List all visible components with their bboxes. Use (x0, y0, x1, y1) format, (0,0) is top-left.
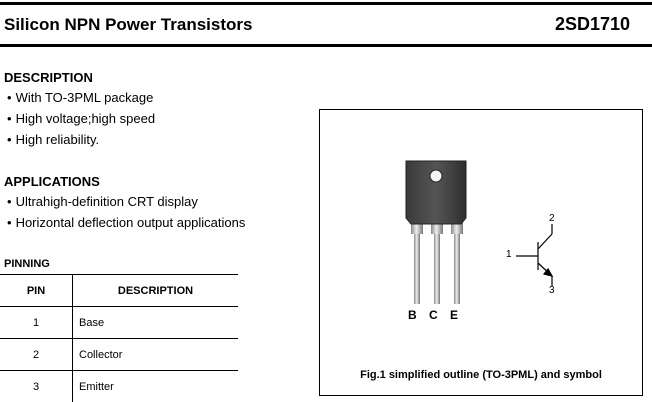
lead-label-emitter: E (450, 308, 458, 322)
document-title: Silicon NPN Power Transistors (4, 15, 252, 35)
npn-transistor-symbol (516, 224, 552, 286)
pin-number: 2 (0, 339, 73, 371)
figure-box: B C E 1 2 3 Fig.1 simplified outline (TO… (319, 109, 643, 396)
application-item: Ultrahigh-definition CRT display (4, 191, 245, 212)
pin-number: 3 (0, 371, 73, 402)
pin-number: 1 (0, 307, 73, 339)
lead-label-base: B (408, 308, 417, 322)
description-heading: DESCRIPTION (4, 70, 93, 85)
description-list: With TO-3PML package High voltage;high s… (4, 87, 155, 150)
pin-description: Collector (73, 339, 239, 371)
description-item: High voltage;high speed (4, 108, 155, 129)
pin-description: Emitter (73, 371, 239, 402)
column-header-pin: PIN (0, 275, 73, 307)
table-header-row: PIN DESCRIPTION (0, 275, 238, 307)
lead-label-collector: C (429, 308, 438, 322)
package-outline-figure (320, 110, 642, 395)
pinning-table: PIN DESCRIPTION 1 Base 2 Collector 3 Emi… (0, 274, 238, 402)
header-rule-top (0, 2, 652, 5)
table-row: 2 Collector (0, 339, 238, 371)
column-header-description: DESCRIPTION (73, 275, 239, 307)
applications-list: Ultrahigh-definition CRT display Horizon… (4, 191, 245, 233)
pinning-heading: PINNING (4, 258, 50, 270)
applications-heading: APPLICATIONS (4, 174, 100, 189)
package-body (406, 161, 466, 224)
pin-description: Base (73, 307, 239, 339)
symbol-pin-emitter: 3 (549, 285, 555, 296)
figure-caption: Fig.1 simplified outline (TO-3PML) and s… (320, 369, 642, 381)
symbol-pin-base: 1 (506, 249, 512, 260)
table-row: 1 Base (0, 307, 238, 339)
part-number: 2SD1710 (555, 14, 630, 35)
description-item: With TO-3PML package (4, 87, 155, 108)
symbol-pin-collector: 2 (549, 213, 555, 224)
table-row: 3 Emitter (0, 371, 238, 402)
application-item: Horizontal deflection output application… (4, 212, 245, 233)
package-leads (411, 214, 463, 304)
description-item: High reliability. (4, 129, 155, 150)
header-rule-bottom (0, 44, 652, 47)
